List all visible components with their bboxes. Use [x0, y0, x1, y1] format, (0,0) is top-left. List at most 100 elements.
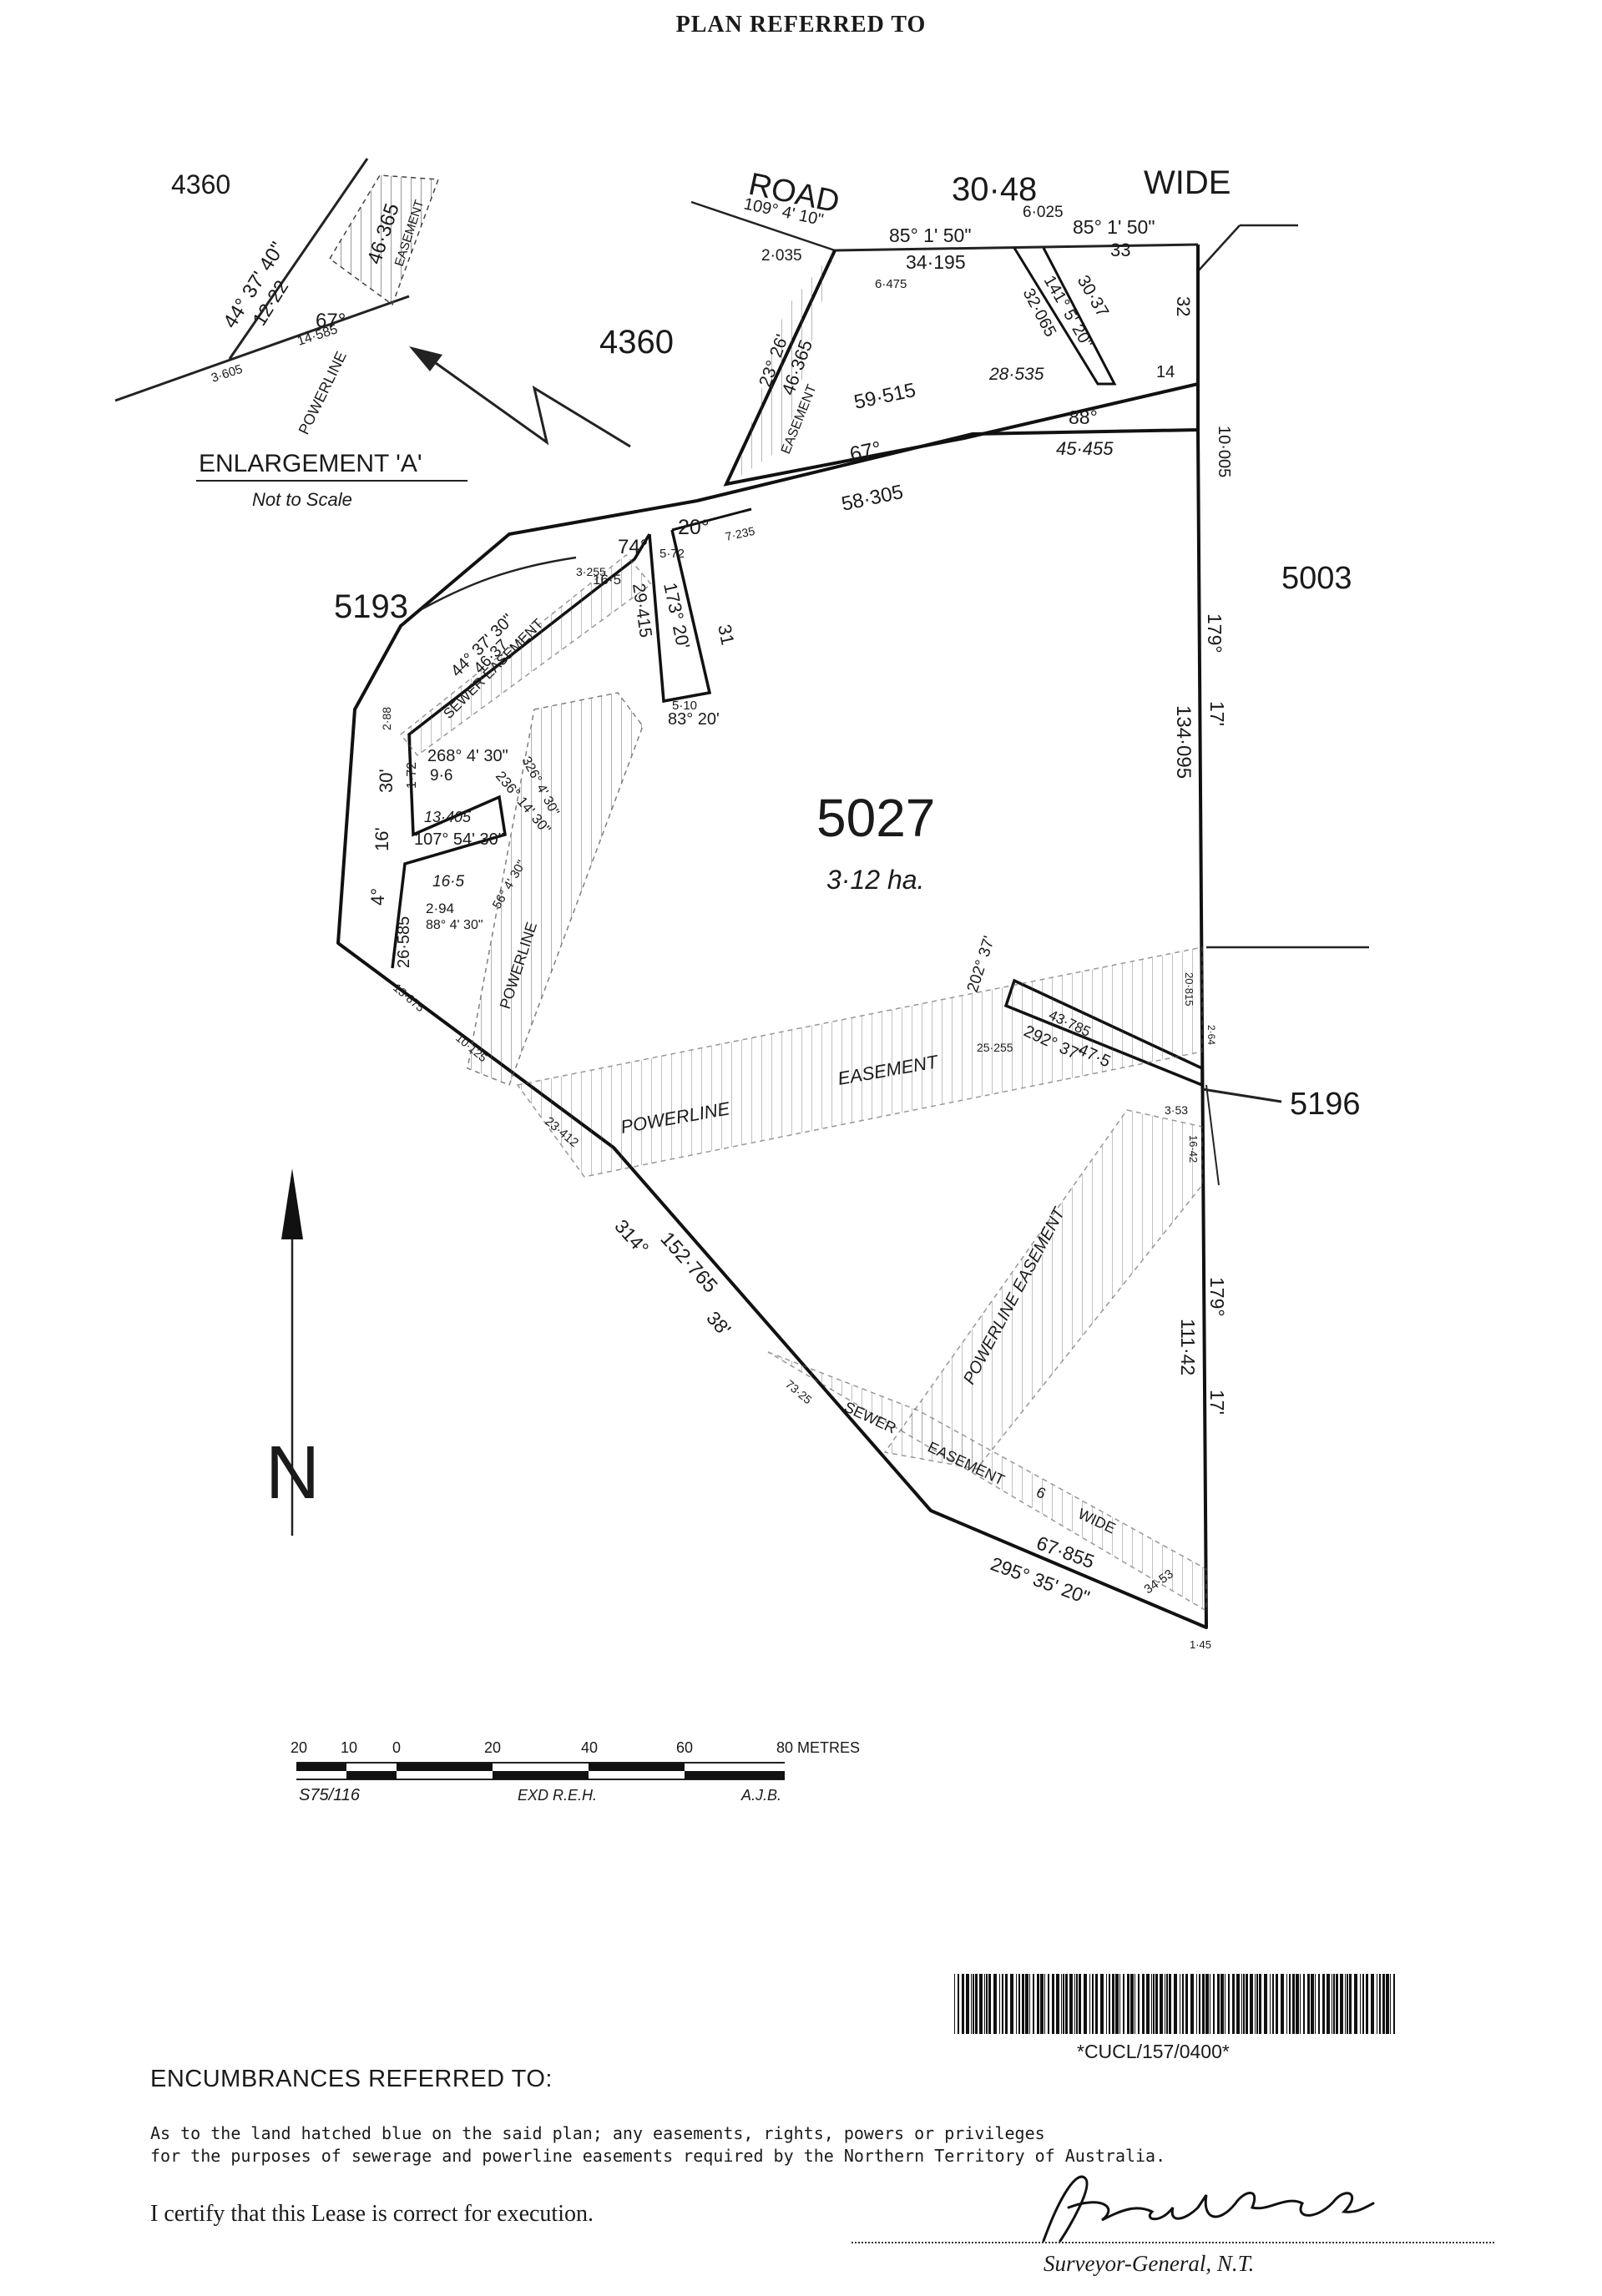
- sewer-easement-2: [767, 1351, 1207, 1612]
- scale-tick-label-3: 20: [484, 1739, 501, 1756]
- barcode-bar: [1366, 1974, 1368, 2034]
- barcode-bar: [1166, 1974, 1168, 2034]
- barcode-bar: [1354, 1974, 1357, 2034]
- barcode-bar: [1056, 1974, 1059, 2034]
- scale-tick-label-1: 10: [341, 1739, 357, 1756]
- dim-2-64: 2·64: [1205, 1025, 1217, 1045]
- scale-tick-label-4: 40: [581, 1739, 598, 1756]
- scale-tick-label-5: 60: [676, 1739, 693, 1756]
- barcode-bar: [1250, 1974, 1253, 2034]
- dim-top-dist-4: 6·475: [875, 277, 907, 291]
- barcode-bar: [1241, 1974, 1242, 2034]
- lot-5027-outline: [336, 245, 1208, 1629]
- barcode-bar: [1151, 1974, 1152, 2034]
- barcode-bar: [1259, 1974, 1261, 2034]
- barcode-bar: [1169, 1974, 1171, 2034]
- dim-1-72: 1·72: [405, 762, 419, 789]
- dim-16-5b: 16·5: [432, 873, 464, 891]
- dim-45-455: 45·455: [1056, 438, 1114, 459]
- dim-top-dist-2: 34·195: [906, 251, 966, 273]
- enlargement-pointer-arrow: [429, 357, 631, 448]
- barcode-bar: [1065, 1974, 1068, 2034]
- road-width: 30·48: [952, 171, 1037, 208]
- barcode-bar: [1281, 1974, 1284, 2034]
- barcode-bar: [1393, 1974, 1395, 2034]
- barcode-bar: [1272, 1974, 1274, 2034]
- sewer-easement-1: [399, 553, 653, 757]
- barcode-bar: [1315, 1974, 1316, 2034]
- barcode-bar: [1333, 1974, 1335, 2034]
- lot-5193-leader: [421, 556, 577, 611]
- barcode-bar: [1286, 1974, 1287, 2034]
- dim-58-305: 58·305: [840, 481, 906, 516]
- barcode-bar: [962, 1974, 964, 2034]
- dim-3-53: 3·53: [1165, 1103, 1188, 1117]
- barcode-bar: [1246, 1974, 1248, 2034]
- dim-111-42: 111·42: [1177, 1319, 1199, 1375]
- lot-5193-label: 5193: [334, 588, 408, 625]
- barcode-bar: [1213, 1974, 1215, 2034]
- barcode-bar: [1155, 1974, 1158, 2034]
- dim-173-20: 173° 20': [659, 581, 694, 651]
- dim-17-b: 17': [1206, 1390, 1228, 1415]
- easement-strip-hatch: [735, 250, 835, 480]
- barcode-bar: [1089, 1974, 1090, 2034]
- dim-31: 31: [714, 623, 739, 647]
- dim-4: 4°: [367, 888, 388, 906]
- dim-30: 30': [376, 769, 397, 793]
- lot-5027-area: 3·12 ha.: [826, 865, 924, 895]
- barcode-bar: [1106, 1974, 1107, 2034]
- barcode-bar: [1371, 1974, 1374, 2034]
- barcode-bar: [1292, 1974, 1295, 2034]
- barcode-bar: [988, 1974, 991, 2034]
- barcode-bar: [1018, 1974, 1020, 2034]
- dim-5-72: 5·72: [659, 547, 685, 561]
- signature-stroke: [1042, 2175, 1375, 2243]
- barcode-bar: [1115, 1974, 1119, 2034]
- road-word-2: WIDE: [1144, 164, 1231, 201]
- powerline-easement-1: [467, 692, 644, 1086]
- barcode-bar: [1390, 1974, 1391, 2034]
- dim-134-095: 134·095: [1172, 705, 1195, 779]
- barcode-bar: [1033, 1974, 1034, 2034]
- barcode-bar: [1243, 1974, 1245, 2034]
- barcode-bar: [1123, 1974, 1124, 2034]
- dim-1-45: 1·45: [1190, 1638, 1211, 1651]
- dim-59-515: 59·515: [852, 379, 918, 414]
- barcode-bar: [1061, 1974, 1062, 2034]
- barcode-bar: [1079, 1974, 1081, 2034]
- barcode-bar: [979, 1974, 983, 2034]
- dim-top-dist-1: 2·035: [761, 247, 802, 265]
- north-letter: N: [265, 1431, 320, 1515]
- barcode-bar: [1044, 1974, 1045, 2034]
- barcode-bar: [1025, 1974, 1028, 2034]
- dim-28-535: 28·535: [988, 365, 1044, 384]
- barcode-bar: [1228, 1974, 1230, 2034]
- barcode-bar: [971, 1974, 972, 2034]
- barcode-bar: [1196, 1974, 1197, 2034]
- barcode-bar: [1349, 1974, 1352, 2034]
- road-boundary-main: [834, 243, 1199, 252]
- enlargement-inset: 4360 44° 37' 40" 46·365 12·22 67° POWERL…: [114, 158, 631, 510]
- dim-5-10: 5·10: [672, 699, 697, 713]
- barcode-bar: [1345, 1974, 1346, 2034]
- barcode-bar: [1160, 1974, 1163, 2034]
- dim-16-5: 16·5: [593, 572, 621, 588]
- dim-top-bearing-2: 85° 1' 50": [889, 225, 972, 246]
- north-arrowhead-icon: [281, 1168, 303, 1239]
- dim-3-255: 3·255: [576, 565, 606, 578]
- barcode-bar: [1190, 1974, 1194, 2034]
- scale-tick-label-6: 80 METRES: [776, 1739, 860, 1756]
- barcode-bar: [1311, 1974, 1314, 2034]
- enlargement-title: ENLARGEMENT 'A': [199, 450, 422, 477]
- barcode-bar: [1182, 1974, 1184, 2034]
- dim-7-235: 7·235: [724, 524, 756, 543]
- barcode-bar: [1276, 1974, 1278, 2034]
- barcode-bar: [1382, 1974, 1385, 2034]
- scale-tick-label-2: 0: [392, 1739, 401, 1756]
- dim-9-6: 9·6: [430, 767, 452, 785]
- barcode-bar: [986, 1974, 988, 2034]
- scale-segment-1: [296, 1763, 346, 1771]
- lot-5193-top: [671, 507, 752, 532]
